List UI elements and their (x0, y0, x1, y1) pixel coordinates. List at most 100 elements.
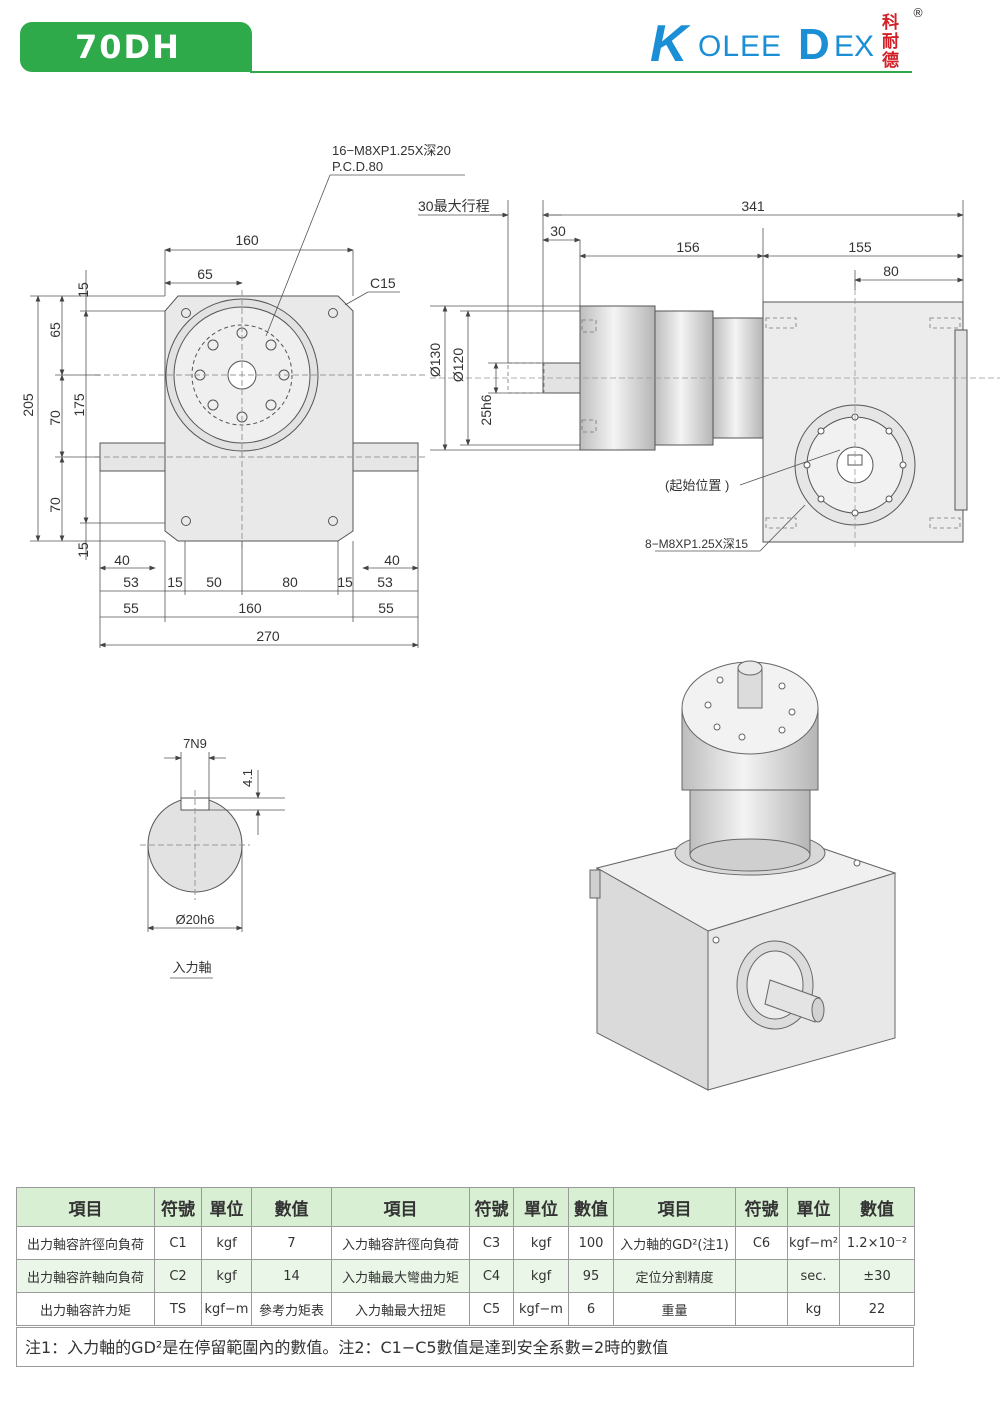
dim-156: 156 (676, 239, 700, 255)
header-divider (250, 71, 912, 73)
callout-8-m8: 8−M8XP1.25X深15 (645, 537, 748, 551)
dim-160-bottom: 160 (238, 600, 262, 616)
table-cell: TS (154, 1292, 202, 1326)
col-header: 項目 (613, 1187, 736, 1227)
table-cell (735, 1292, 788, 1326)
table-cell: 入力軸最大彎曲力矩 (331, 1259, 470, 1293)
dim-dia130: Ø130 (427, 343, 443, 377)
brand-olee: OLEE (698, 30, 783, 63)
table-cell (735, 1259, 788, 1293)
table-cell: kgf−m² (787, 1226, 840, 1260)
technical-drawing: 160 65 C15 16−M8XP1.25X深20 P.C.D.80 15 6… (20, 143, 1000, 1091)
col-header: 單位 (513, 1187, 569, 1227)
table-cell: kg (787, 1292, 840, 1326)
table-cell: sec. (787, 1259, 840, 1293)
table-cell: ±30 (839, 1259, 915, 1293)
table-cell: 重量 (613, 1292, 736, 1326)
table-cell: 參考力矩表 (251, 1292, 332, 1326)
dim-55-left: 55 (123, 600, 139, 616)
dim-v65: 65 (47, 322, 63, 338)
table-cell: 定位分割精度 (613, 1259, 736, 1293)
start-position-label: (起始位置 ) (665, 478, 729, 493)
model-title: 70DH (75, 28, 181, 66)
table-cell: C4 (469, 1259, 514, 1293)
table-row: 出力軸容許力矩 TS kgf−m 參考力矩表 入力軸最大扭矩 C5 kgf−m … (16, 1292, 915, 1326)
table-cell: 入力軸的GD²(注1) (613, 1226, 736, 1260)
table-cell: 95 (568, 1259, 614, 1293)
col-header: 數值 (839, 1187, 915, 1227)
table-cell: kgf−m (513, 1292, 569, 1326)
registered-mark: ® (912, 6, 924, 20)
input-shaft-caption: 入力軸 (172, 960, 211, 975)
brand-d: D (798, 20, 830, 69)
table-cell: 1.2×10⁻² (839, 1226, 915, 1260)
callout-pcd: P.C.D.80 (332, 159, 383, 174)
table-cell: 入力軸容許徑向負荷 (331, 1226, 470, 1260)
brand-k: K (650, 15, 688, 73)
col-header: 單位 (787, 1187, 840, 1227)
table-cell: C1 (154, 1226, 202, 1260)
dim-v205: 205 (20, 393, 36, 417)
chamfer-c15: C15 (370, 275, 396, 291)
col-header: 符號 (735, 1187, 788, 1227)
dim-15-left: 15 (167, 574, 183, 590)
model-tab: 70DH (20, 22, 252, 72)
dim-40-left: 40 (114, 552, 130, 568)
callout-thread-1: 16−M8XP1.25X深20 (332, 143, 451, 158)
table-cell: kgf (513, 1259, 569, 1293)
shaft-labels: 7N9 4.1 Ø20h6 入力軸 (172, 736, 255, 975)
key-depth-label: 4.1 (240, 769, 255, 787)
dim-40-right: 40 (384, 552, 400, 568)
col-header: 單位 (201, 1187, 252, 1227)
dim-80: 80 (282, 574, 298, 590)
table-cell: 出力軸容許軸向負荷 (16, 1259, 155, 1293)
col-header: 項目 (16, 1187, 155, 1227)
dim-155: 155 (848, 239, 872, 255)
brand-ex: EX (834, 30, 875, 63)
front-dimension-labels: 160 65 C15 16−M8XP1.25X深20 P.C.D.80 15 6… (20, 143, 451, 644)
table-footnote: 注1：入力軸的GD²是在停留範圍內的數值。注2：C1−C5數值是達到安全系數=2… (16, 1327, 914, 1367)
shaft-diameter-label: Ø20h6 (175, 912, 214, 927)
dim-v15-top: 15 (75, 282, 91, 298)
dim-53-left: 53 (123, 574, 139, 590)
col-header: 符號 (154, 1187, 202, 1227)
spec-table-header-row: 項目 符號 單位 數值 項目 符號 單位 數值 項目 符號 單位 數值 (16, 1187, 915, 1227)
dim-v70b: 70 (47, 497, 63, 513)
dim-15-right: 15 (337, 574, 353, 590)
front-dimension-lines (30, 174, 465, 648)
col-header: 數值 (251, 1187, 332, 1227)
table-cell: 22 (839, 1292, 915, 1326)
table-cell: C2 (154, 1259, 202, 1293)
side-dimension-labels: 30最大行程 341 30 156 155 80 Ø130 Ø120 25h6 … (418, 198, 899, 551)
dim-max-stroke: 30最大行程 (418, 198, 490, 214)
dim-25h6: 25h6 (478, 394, 494, 425)
table-cell: C5 (469, 1292, 514, 1326)
table-cell: C6 (735, 1226, 788, 1260)
table-cell: 14 (251, 1259, 332, 1293)
table-cell: 6 (568, 1292, 614, 1326)
table-cell: kgf (513, 1226, 569, 1260)
spec-table: 項目 符號 單位 數值 項目 符號 單位 數值 項目 符號 單位 數值 出力軸容… (16, 1187, 915, 1326)
col-header: 數值 (568, 1187, 614, 1227)
front-view (95, 290, 425, 548)
dim-65-top: 65 (197, 266, 213, 282)
dim-v175: 175 (71, 393, 87, 417)
dim-53-right: 53 (377, 574, 393, 590)
dim-v15-bot: 15 (75, 542, 91, 558)
dim-50: 50 (206, 574, 222, 590)
dim-55-right: 55 (378, 600, 394, 616)
table-cell: 出力軸容許力矩 (16, 1292, 155, 1326)
dim-v70a: 70 (47, 410, 63, 426)
table-row: 出力軸容許徑向負荷 C1 kgf 7 入力軸容許徑向負荷 C3 kgf 100 … (16, 1226, 915, 1260)
table-row: 出力軸容許軸向負荷 C2 kgf 14 入力軸最大彎曲力矩 C4 kgf 95 … (16, 1259, 915, 1293)
dim-80-side: 80 (883, 263, 899, 279)
table-cell: C3 (469, 1226, 514, 1260)
dim-160-top: 160 (235, 232, 259, 248)
dim-270: 270 (256, 628, 280, 644)
side-view (542, 301, 968, 543)
table-cell: 7 (251, 1226, 332, 1260)
dim-dia120: Ø120 (450, 348, 466, 382)
col-header: 項目 (331, 1187, 470, 1227)
table-cell: kgf (201, 1259, 252, 1293)
dim-341: 341 (741, 198, 765, 214)
